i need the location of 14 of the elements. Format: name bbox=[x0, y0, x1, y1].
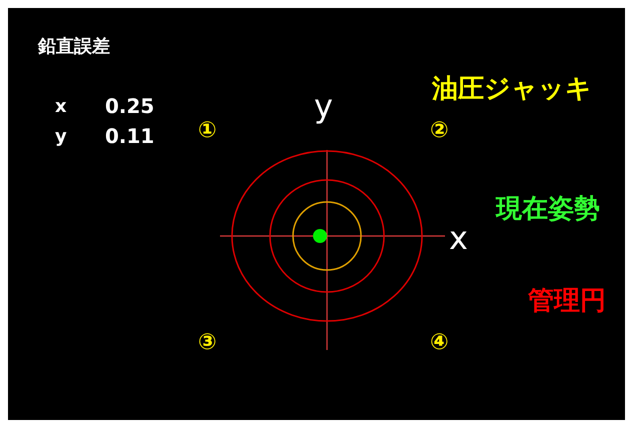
legend-text: 油圧ジャッキ bbox=[432, 76, 592, 102]
axis-name: y bbox=[55, 128, 67, 146]
axis-name: x bbox=[55, 98, 67, 116]
axis-label: x bbox=[449, 222, 468, 254]
jack-number: ③ bbox=[198, 332, 217, 354]
legend-text: 管理円 bbox=[528, 288, 606, 314]
error-value: 0.25 bbox=[105, 96, 154, 116]
axis-label: y bbox=[314, 90, 333, 122]
legend-text: 現在姿勢 bbox=[496, 196, 600, 222]
error-value: 0.11 bbox=[105, 126, 154, 146]
jack-number: ④ bbox=[430, 332, 449, 354]
jack-number: ② bbox=[430, 120, 449, 142]
panel-title: 鉛直誤差 bbox=[38, 38, 110, 56]
jack-number: ① bbox=[198, 120, 217, 142]
